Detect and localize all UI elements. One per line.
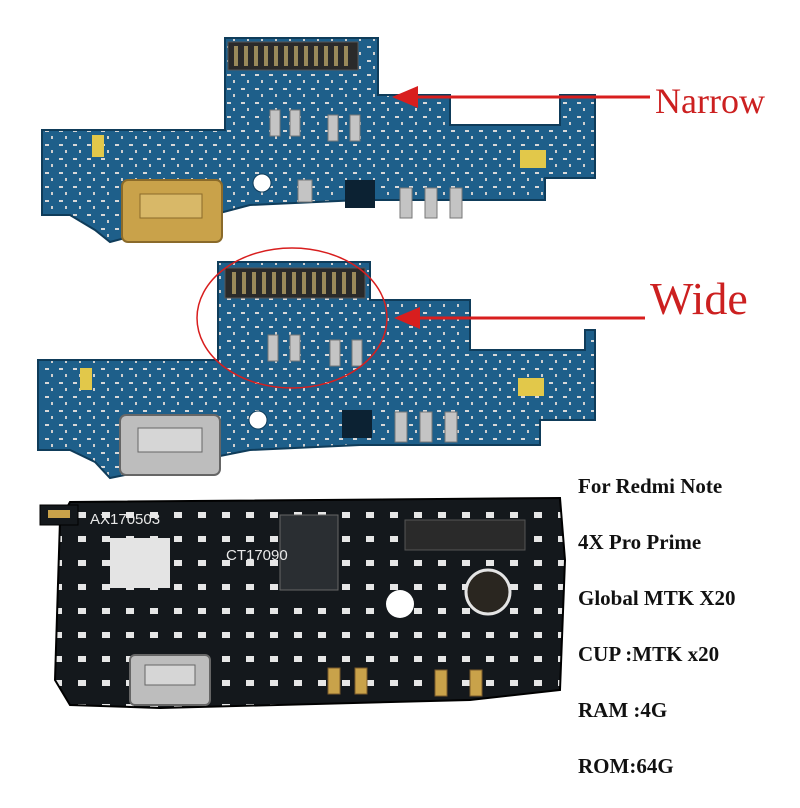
black-board: AX170503 CT17090 <box>39 496 567 710</box>
wide-board <box>37 247 596 480</box>
narrow-label: Narrow <box>655 81 765 121</box>
wide-arrow <box>394 307 645 329</box>
pcb-marking-center: CT17090 <box>226 547 288 564</box>
spec-rom: ROM:64G <box>578 754 674 778</box>
wide-label: Wide <box>650 273 748 324</box>
spec-model: For Redmi Note <box>578 474 723 498</box>
spec-variant: 4X Pro Prime <box>578 530 702 554</box>
spec-global: Global MTK X20 <box>578 586 736 610</box>
narrow-arrow <box>392 86 650 108</box>
spec-cpu: CUP :MTK x20 <box>578 642 720 666</box>
spec-list: For Redmi Note 4X Pro Prime Global MTK X… <box>578 472 793 808</box>
narrow-board <box>41 37 596 244</box>
spec-ram: RAM :4G <box>578 698 668 722</box>
pcb-marking-top-left: AX170503 <box>90 511 160 528</box>
